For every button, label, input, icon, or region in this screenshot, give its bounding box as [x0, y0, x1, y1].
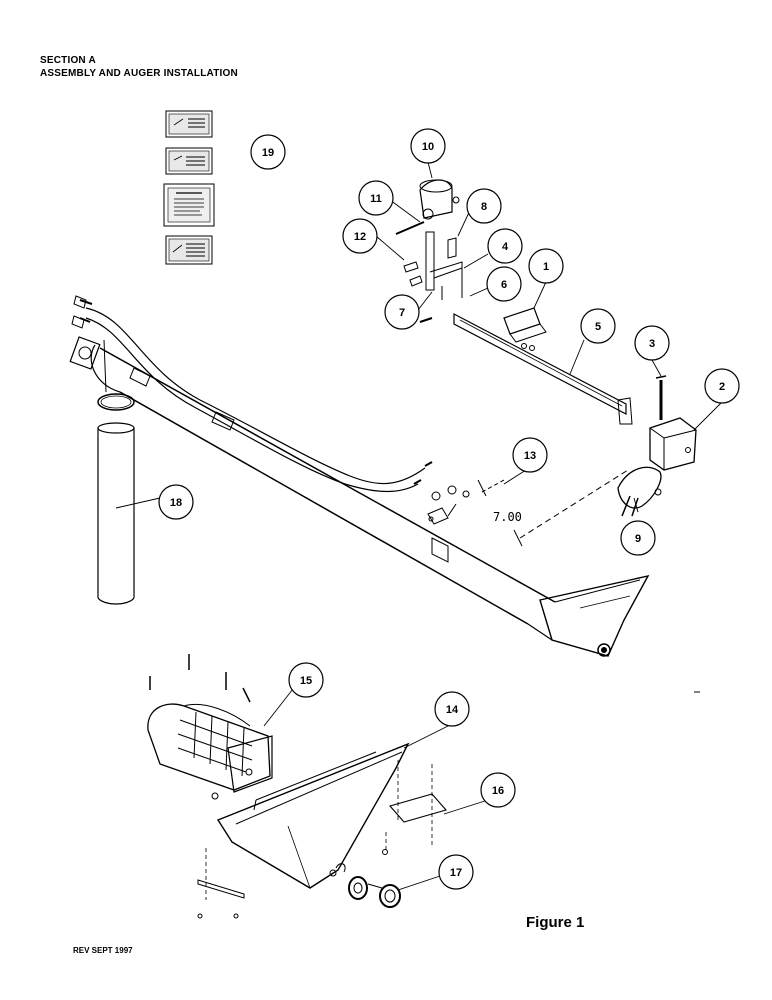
callout-1: 1 — [528, 248, 564, 284]
auger-tube — [69, 336, 556, 625]
figure-caption: Figure 1 — [526, 914, 585, 931]
tube-hopper-end — [527, 574, 650, 657]
callout-10: 10 — [410, 128, 446, 164]
callout-14-label: 14 — [446, 704, 459, 716]
callout-9: 9 — [620, 520, 656, 556]
callout-1-label: 1 — [543, 261, 549, 273]
valve-fittings — [427, 485, 470, 525]
callout-7-label: 7 — [399, 307, 405, 319]
callout-19: 19 — [250, 134, 286, 170]
callout-9-label: 9 — [635, 533, 641, 545]
callout-18: 18 — [158, 484, 194, 520]
callout-5: 5 — [580, 308, 616, 344]
dimension-line — [477, 469, 629, 547]
callout-12: 12 — [342, 218, 378, 254]
section-title: SECTION A — [40, 55, 96, 66]
callout-18-label: 18 — [170, 497, 182, 509]
callout-11-label: 11 — [370, 193, 382, 205]
callout-6-label: 6 — [501, 279, 507, 291]
callout-4: 4 — [487, 228, 523, 264]
hopper-assembly — [147, 654, 447, 919]
downspout-pipe — [97, 393, 135, 605]
revision-note: REV SEPT 1997 — [73, 946, 133, 955]
dimension-label: 7.00 — [493, 510, 522, 524]
callout-15-label: 15 — [300, 675, 312, 687]
callout-2-label: 2 — [719, 381, 725, 393]
callout-6: 6 — [486, 266, 522, 302]
callout-2: 2 — [704, 368, 740, 404]
callout-10-label: 10 — [422, 141, 434, 153]
callout-7: 7 — [384, 294, 420, 330]
callout-12-label: 12 — [354, 231, 366, 243]
callout-15: 15 — [288, 662, 324, 698]
callout-11: 11 — [358, 180, 394, 216]
callout-8: 8 — [466, 188, 502, 224]
callout-19-label: 19 — [262, 147, 274, 159]
bracket-assembly — [395, 179, 697, 517]
callout-13: 13 — [512, 437, 548, 473]
callout-17-label: 17 — [450, 867, 462, 879]
hydraulic-hoses — [71, 295, 433, 493]
decal-group — [163, 110, 215, 265]
section-subtitle: ASSEMBLY AND AUGER INSTALLATION — [40, 68, 238, 79]
callout-16: 16 — [480, 772, 516, 808]
callout-13-label: 13 — [524, 450, 536, 462]
callout-17: 17 — [438, 854, 474, 890]
callout-3: 3 — [634, 325, 670, 361]
callout-4-label: 4 — [502, 241, 509, 253]
callout-14: 14 — [434, 691, 470, 727]
callout-5-label: 5 — [595, 321, 601, 333]
callout-8-label: 8 — [481, 201, 487, 213]
callout-16-label: 16 — [492, 785, 504, 797]
callout-3-label: 3 — [649, 338, 655, 350]
